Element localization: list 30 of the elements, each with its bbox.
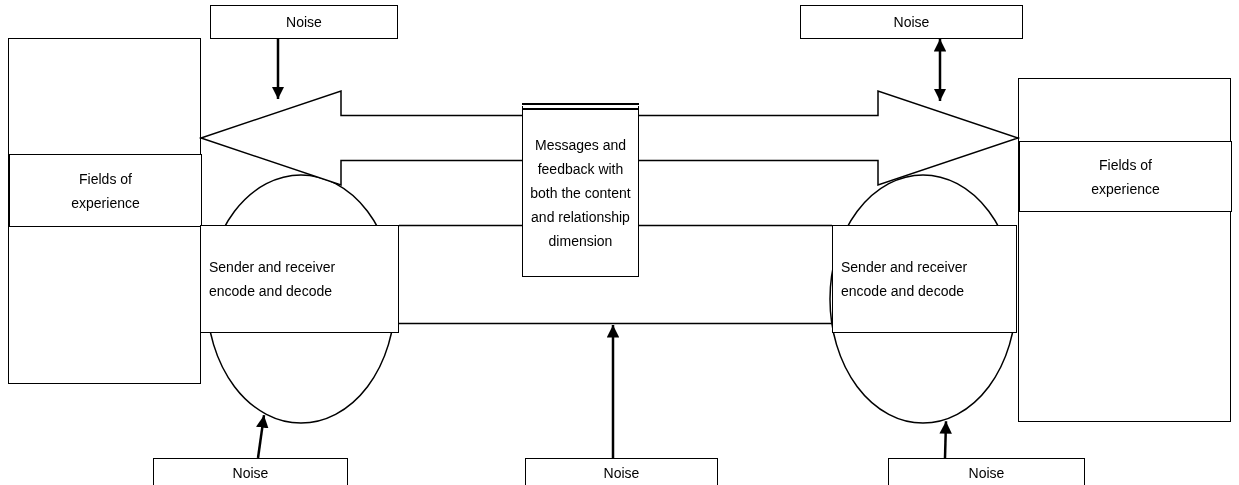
text-box xyxy=(210,5,398,39)
box-label: Noise xyxy=(603,464,640,483)
text-box xyxy=(888,458,1085,485)
box-label: Fields of experience xyxy=(1090,155,1161,199)
connector-line xyxy=(398,224,523,227)
arrow xyxy=(939,421,952,459)
frame-box xyxy=(1018,78,1231,422)
box-label: Sender and receiver encode and decode xyxy=(841,258,969,301)
box-label: Noise xyxy=(232,464,269,483)
box-label: Messages and feedback with both the content and relationship dimension xyxy=(529,136,632,251)
box-label: Sender and receiver encode and decode xyxy=(209,258,337,301)
arrow xyxy=(933,39,947,101)
arrow xyxy=(271,39,285,99)
box-label: Noise xyxy=(286,13,322,32)
box-label: Fields of experience xyxy=(70,169,141,213)
frame-box xyxy=(8,38,201,384)
arrow xyxy=(606,325,620,458)
block-arrow xyxy=(198,89,523,187)
box-label: Noise xyxy=(893,13,930,32)
text-box xyxy=(1019,141,1232,212)
connector-line xyxy=(638,224,833,227)
message-box xyxy=(522,103,639,277)
connector-line xyxy=(398,322,833,325)
arrow xyxy=(256,414,269,459)
text-box xyxy=(9,154,202,227)
block-arrow xyxy=(638,89,1021,187)
text-box xyxy=(153,458,348,485)
text-box xyxy=(800,5,1023,39)
text-box xyxy=(525,458,718,485)
box-label: Noise xyxy=(968,464,1005,483)
